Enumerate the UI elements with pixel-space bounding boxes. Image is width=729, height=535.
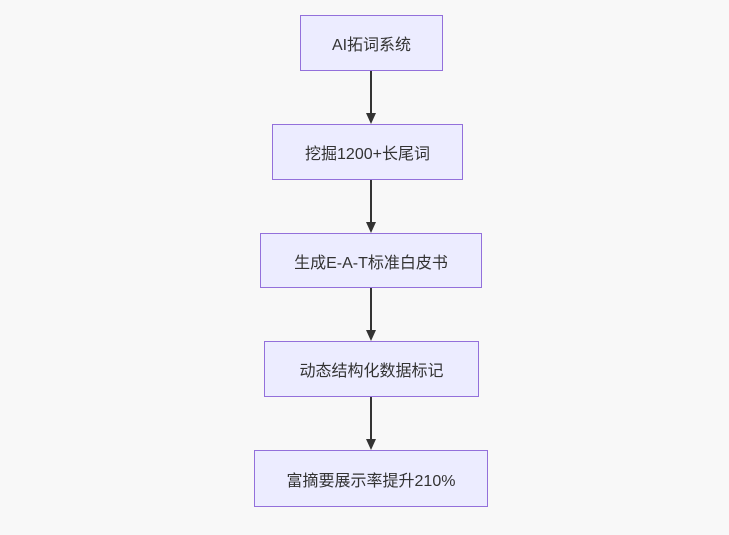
flow-arrow [366,397,376,450]
flow-node-label: 生成E-A-T标准白皮书 [294,254,448,272]
flow-arrow [366,180,376,233]
flow-node-label: AI拓词系统 [331,37,412,54]
flow-arrow [366,71,376,124]
flow-node-label: 挖掘1200+长尾词 [305,146,430,163]
flow-node-label: 富摘要展示率提升210% [286,472,456,490]
flow-node-longtail-keywords: 挖掘1200+长尾词 [272,124,463,180]
flow-node-label: 动态结构化数据标记 [299,363,444,380]
flow-node-eat-whitepaper: 生成E-A-T标准白皮书 [260,233,482,288]
flow-node-structured-data-markup: 动态结构化数据标记 [264,341,479,397]
flow-node-ai-keyword-system: AI拓词系统 [300,15,443,71]
flow-node-rich-snippet-result: 富摘要展示率提升210% [254,450,488,507]
flow-arrow [366,288,376,341]
